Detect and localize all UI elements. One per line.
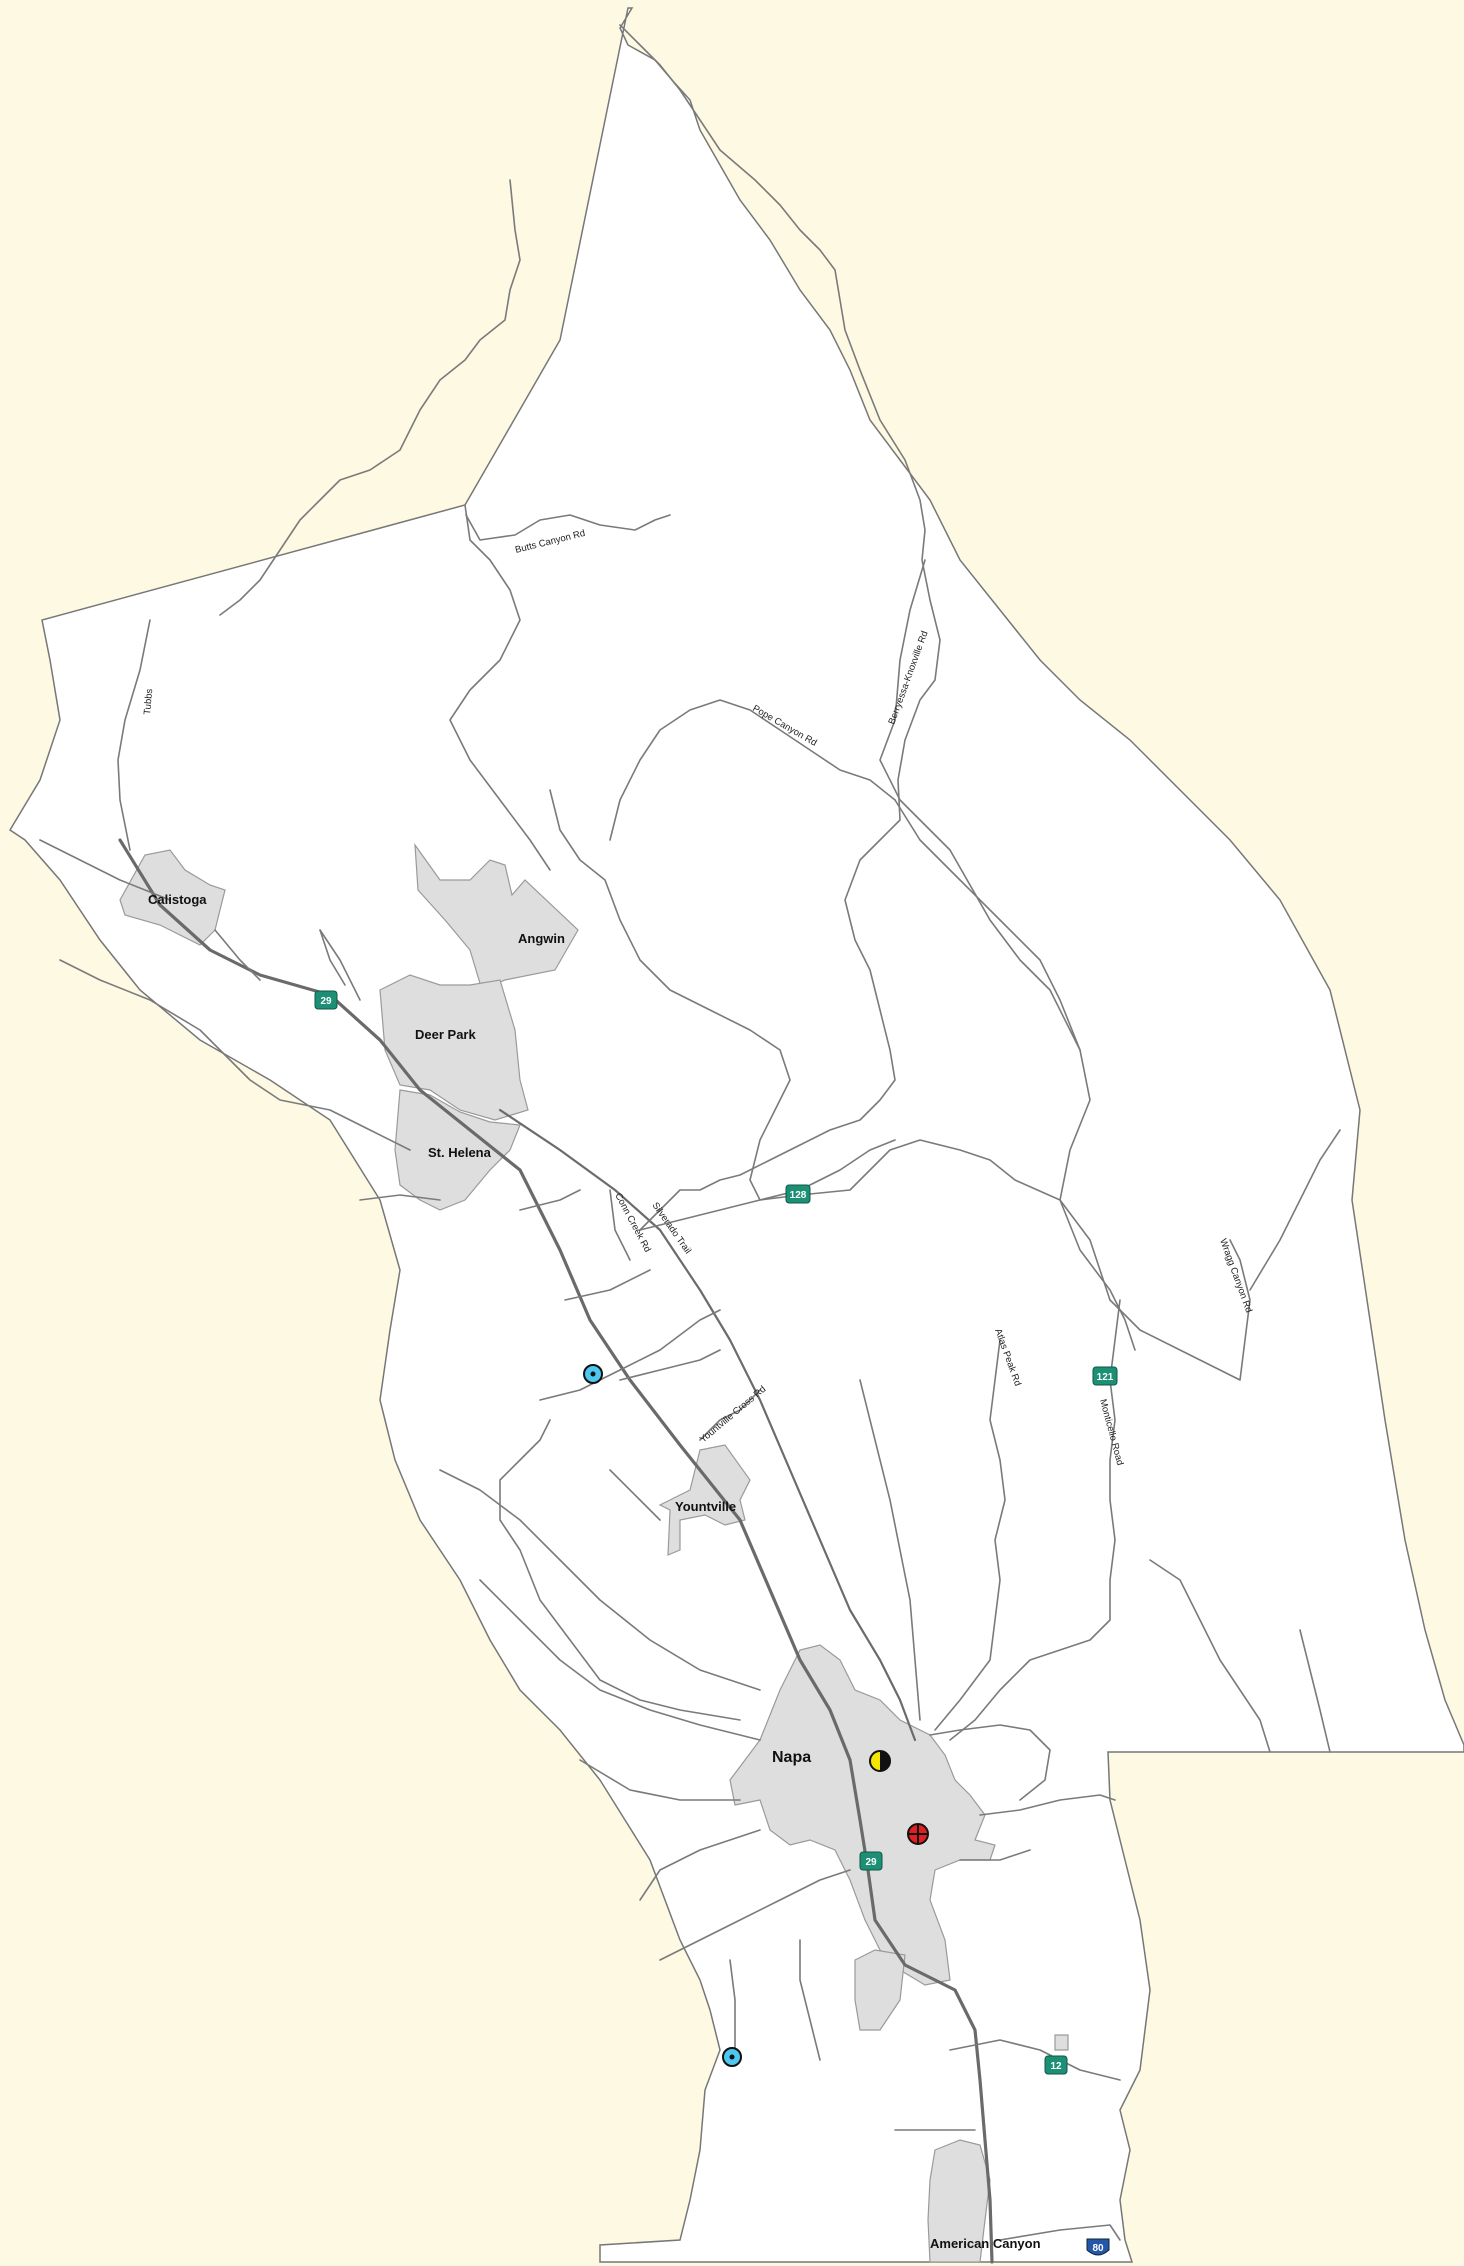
angwin-area bbox=[414, 842, 579, 991]
northwest-boundary-road bbox=[619, 24, 941, 1231]
angwin-label: Angwin bbox=[518, 931, 565, 946]
hwy-128-road bbox=[639, 1139, 1111, 1301]
road-west-2 bbox=[59, 959, 411, 1151]
ca-12-shield: 12 bbox=[1044, 2055, 1068, 2075]
road-central-3 bbox=[519, 1189, 581, 1211]
yountville-area bbox=[658, 1444, 751, 1556]
road-west-4 bbox=[117, 619, 151, 851]
blue-target-marker-south[interactable] bbox=[722, 2047, 742, 2067]
road-east-creek bbox=[1149, 1559, 1271, 1753]
road-south-4 bbox=[799, 1939, 821, 2061]
county-boundary bbox=[8, 7, 1464, 2263]
berryessa-knoxville-road bbox=[879, 559, 1136, 1351]
wragg-canyon-road bbox=[1109, 1239, 1251, 1381]
road-north-ridge bbox=[219, 179, 521, 616]
ca-29-shield-north: 29 bbox=[314, 990, 338, 1010]
pope-canyon-road bbox=[609, 699, 896, 841]
road-west-3 bbox=[359, 1194, 441, 1201]
svg-text:29: 29 bbox=[865, 1857, 877, 1868]
road-east-napa-2 bbox=[929, 1724, 1051, 1801]
road-south-1 bbox=[949, 2039, 1121, 2081]
atlas-peak-road bbox=[934, 1339, 1006, 1731]
monticello-road bbox=[949, 1299, 1121, 1741]
road-south-west bbox=[659, 1869, 851, 1961]
road-east-central bbox=[894, 799, 1081, 1051]
road-south-3 bbox=[999, 2224, 1121, 2241]
svg-text:29: 29 bbox=[320, 996, 332, 1007]
road-nw-1 bbox=[319, 929, 361, 1001]
hwy-29 bbox=[118, 838, 994, 2264]
silverado-trail-road bbox=[498, 1108, 917, 1742]
road-west-10 bbox=[609, 1469, 661, 1521]
road-west-6 bbox=[319, 929, 346, 986]
road-east-napa bbox=[979, 1794, 1116, 1816]
road-east-creek-2 bbox=[1299, 1629, 1331, 1753]
road-central-1 bbox=[564, 1269, 651, 1301]
ca-128-shield: 128 bbox=[785, 1184, 811, 1204]
butts-canyon-road bbox=[465, 514, 671, 541]
south-napa-area bbox=[854, 1949, 906, 2031]
calistoga-label: Calistoga bbox=[148, 892, 207, 907]
american-canyon-label: American Canyon bbox=[930, 2236, 1041, 2251]
calistoga-area bbox=[119, 849, 226, 946]
small-area-a bbox=[1054, 2034, 1069, 2051]
road-napa-south-east bbox=[959, 1849, 1031, 1861]
tubbs-road-label: Tubbs bbox=[142, 688, 155, 715]
blue-target-marker-north[interactable] bbox=[583, 1364, 603, 1384]
ca-121-shield: 121 bbox=[1092, 1366, 1118, 1386]
st-helena-label: St. Helena bbox=[428, 1145, 492, 1160]
napa-area bbox=[729, 1644, 996, 1986]
deer-park-label: Deer Park bbox=[415, 1027, 476, 1042]
svg-text:121: 121 bbox=[1097, 1372, 1114, 1383]
road-east-valley bbox=[859, 1379, 921, 1721]
ca-29-shield-south: 29 bbox=[859, 1851, 883, 1871]
american-canyon-area bbox=[927, 2139, 991, 2263]
yellow-halfmoon-marker[interactable] bbox=[869, 1750, 891, 1772]
red-cross-marker[interactable] bbox=[907, 1823, 929, 1845]
napa-label: Napa bbox=[772, 1749, 811, 1766]
road-west-napa bbox=[639, 1829, 761, 1901]
road-west-5 bbox=[214, 929, 261, 981]
road-west-9 bbox=[439, 1469, 761, 1691]
road-network bbox=[39, 24, 1341, 2264]
road-west-1 bbox=[39, 839, 171, 901]
svg-text:80: 80 bbox=[1092, 2243, 1104, 2254]
road-south-west-2 bbox=[729, 1959, 736, 2051]
road-east-lake bbox=[1249, 1129, 1341, 1291]
svg-text:128: 128 bbox=[790, 1190, 807, 1201]
road-central-2 bbox=[619, 1349, 721, 1381]
road-west-12 bbox=[579, 1759, 741, 1801]
road-yountville-cross bbox=[699, 1389, 761, 1441]
road-north-central bbox=[449, 504, 551, 871]
svg-text:12: 12 bbox=[1050, 2061, 1062, 2072]
i-80-shield: 80 bbox=[1086, 2238, 1110, 2256]
yountville-label: Yountville bbox=[675, 1499, 736, 1514]
road-west-7 bbox=[539, 1309, 721, 1401]
road-west-11 bbox=[479, 1579, 761, 1741]
st-helena-area bbox=[394, 1089, 521, 1211]
road-west-8 bbox=[499, 1419, 741, 1721]
road-conn-creek bbox=[609, 1189, 631, 1261]
